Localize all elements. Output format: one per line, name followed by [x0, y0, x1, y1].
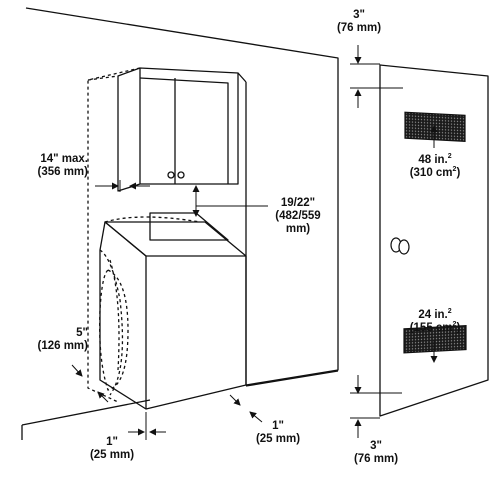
floor-line	[21, 370, 339, 426]
wall-cabinet	[117, 67, 239, 192]
cabinet-inner-top	[139, 77, 229, 184]
back-wall	[25, 7, 339, 386]
cabinet-dashed-outline	[87, 67, 141, 403]
closet-door	[379, 64, 489, 417]
top-vent-area-label: 48 in.2 (310 cm2)	[409, 153, 461, 179]
dimension-lines	[71, 45, 438, 440]
alcove-right-wall	[237, 72, 247, 385]
door-top-gap-label: 3" (76 mm)	[336, 9, 382, 34]
bottom-vent-area-label: 24 in.2 (155 cm2)	[409, 308, 461, 334]
front-left-gap-label: 1" (25 mm)	[89, 436, 135, 461]
washer-door-oval	[99, 269, 129, 391]
door-bottom-gap-label: 3" (76 mm)	[353, 440, 399, 465]
cabinet-knob-right	[177, 171, 185, 179]
top-vent	[404, 111, 466, 143]
door-knob-icon	[390, 237, 410, 255]
cabinet-depth-label: 14" max. (356 mm)	[37, 153, 89, 178]
washer-body	[145, 255, 247, 410]
washer-dashed-door	[99, 216, 201, 396]
front-right-gap-label: 1" (25 mm)	[255, 420, 301, 445]
cabinet-clearance-label: 19/22" (482/559 mm)	[275, 197, 321, 235]
side-clearance-label: 5" (126 mm)	[37, 327, 89, 352]
bottom-vent	[403, 324, 467, 354]
cabinet-knob-left	[167, 171, 175, 179]
washer-side	[99, 221, 147, 410]
washer-console	[149, 212, 229, 241]
